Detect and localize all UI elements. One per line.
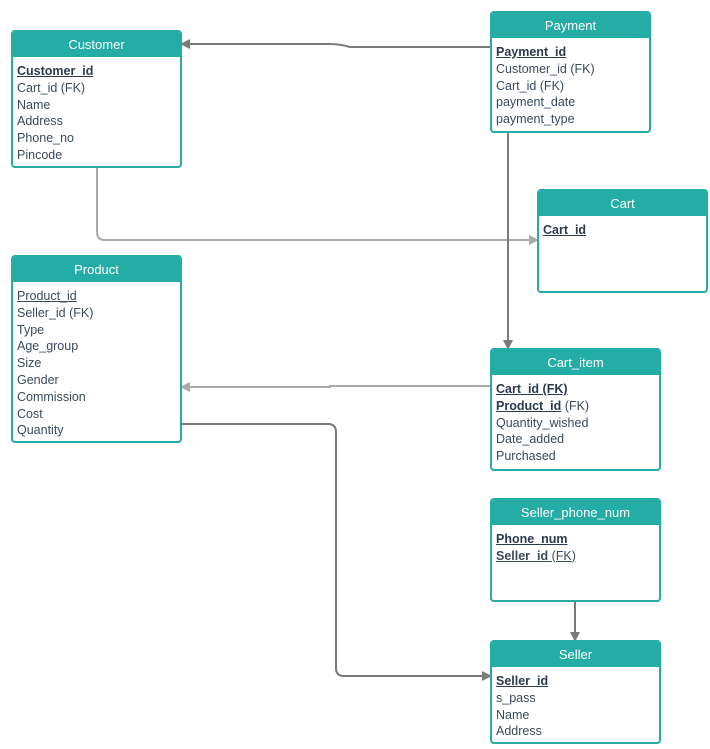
attribute: Purchased <box>496 449 556 464</box>
attribute: Cart_id (FK) <box>17 80 86 95</box>
attribute-primary-key: Phone_num <box>496 532 568 546</box>
attribute-primary-key: Customer_id <box>17 64 94 78</box>
connector-cartitem-product <box>180 382 490 392</box>
connector-customer-cart <box>96 168 539 245</box>
entity-title: Cart_item <box>492 350 659 375</box>
attribute: payment_type <box>496 112 575 127</box>
attribute: Quantity <box>17 423 64 438</box>
attribute: payment_date <box>496 95 576 110</box>
attribute: Address <box>496 724 542 739</box>
entity-customer[interactable]: Customer Customer_id Cart_id (FK) Name A… <box>11 30 182 168</box>
attribute: Customer_id (FK) <box>496 61 595 76</box>
entity-product[interactable]: Product Product_id Seller_id (FK) Type A… <box>11 255 182 443</box>
attribute: s_pass <box>496 690 536 705</box>
entity-title: Seller <box>492 642 659 667</box>
attribute: Cost <box>17 406 43 421</box>
connector-product-seller <box>182 423 492 681</box>
entity-cart-item[interactable]: Cart_item Cart_id (FK) Product_id (FK) Q… <box>490 348 661 471</box>
attribute: Type <box>17 322 45 337</box>
attribute: Gender <box>17 372 59 387</box>
attribute: Seller_id (FK) <box>17 305 94 320</box>
attribute: Pincode <box>17 147 63 162</box>
attribute-primary-key: Cart_id <box>543 223 587 237</box>
attribute-primary-key: Product_id (FK) <box>496 398 590 413</box>
entity-title: Seller_phone_num <box>492 500 659 525</box>
entity-title: Payment <box>492 13 649 38</box>
attribute: Size <box>17 356 42 371</box>
attribute-primary-key: Payment_id <box>496 45 567 59</box>
attribute: Address <box>17 114 63 129</box>
entity-seller-phone-num[interactable]: Seller_phone_num Phone_num Seller_id (FK… <box>490 498 661 602</box>
attribute: Quantity_wished <box>496 415 589 430</box>
entity-title: Cart <box>539 191 706 216</box>
attribute: Cart_id (FK) <box>496 78 565 93</box>
attribute-primary-key: Cart_id (FK) <box>496 382 568 396</box>
entity-title: Product <box>13 257 180 282</box>
attribute-primary-key: Product_id <box>17 289 77 303</box>
entity-seller[interactable]: Seller Seller_id s_pass Name Address <box>490 640 661 744</box>
attribute-primary-key: Seller_id <box>496 674 549 688</box>
connector-payment-customer <box>180 39 490 49</box>
attribute-primary-key: Seller_id (FK) <box>496 548 576 563</box>
attribute: Commission <box>17 389 86 404</box>
attribute: Age_group <box>17 339 79 354</box>
entity-title: Customer <box>13 32 180 57</box>
attribute: Name <box>17 97 51 112</box>
entity-cart[interactable]: Cart Cart_id <box>537 189 708 293</box>
attribute: Phone_no <box>17 131 75 146</box>
entity-payment[interactable]: Payment Payment_id Customer_id (FK) Cart… <box>490 11 651 133</box>
attribute: Date_added <box>496 432 565 447</box>
attribute: Name <box>496 707 530 722</box>
